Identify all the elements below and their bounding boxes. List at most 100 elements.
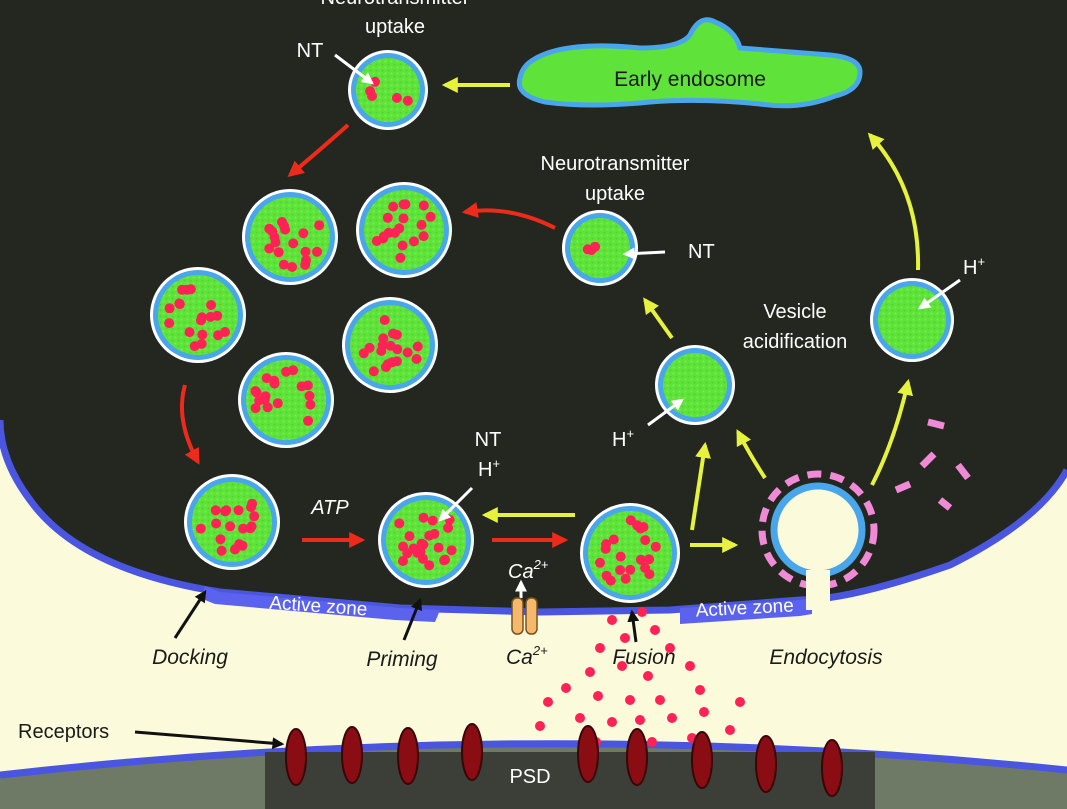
neurotransmitter-dot <box>625 564 636 575</box>
neurotransmitter-dot <box>388 201 399 212</box>
endocytic-neck <box>806 570 830 610</box>
arrow-priming <box>402 597 423 641</box>
neurotransmitter-dot <box>210 505 221 516</box>
neurotransmitter-dot <box>379 315 390 325</box>
neurotransmitter-dot <box>398 541 409 552</box>
vesicle-cluster-1 <box>242 189 338 285</box>
neurotransmitter-dot <box>250 403 261 414</box>
vesicle-priming <box>378 492 474 588</box>
receptor <box>341 726 363 784</box>
neurotransmitter-dot <box>446 545 457 556</box>
neurotransmitter-dot <box>367 91 377 101</box>
arrow-receptors <box>134 730 285 750</box>
released-nt-dot <box>620 633 630 643</box>
neurotransmitter-dot <box>439 555 450 566</box>
neurotransmitter-dot <box>402 347 413 358</box>
neurotransmitter-dot <box>262 402 273 413</box>
neurotransmitter-dot <box>391 356 402 367</box>
released-nt-dot <box>685 661 695 671</box>
released-nt-dot <box>667 713 677 723</box>
neurotransmitter-dot <box>278 259 289 270</box>
receptor <box>691 731 713 789</box>
neurotransmitter-dot <box>225 521 236 532</box>
arrow-endocytosis-to-acidify <box>736 429 767 480</box>
released-nt-dot <box>637 607 647 617</box>
released-neurotransmitter <box>535 607 745 749</box>
neurotransmitter-dot <box>213 330 224 341</box>
neurotransmitter-dot <box>273 247 284 258</box>
neurotransmitter-dot <box>184 327 195 338</box>
neurotransmitter-dot <box>620 573 631 584</box>
released-nt-dot <box>655 695 665 705</box>
vesicle-cluster-2 <box>356 182 452 278</box>
neurotransmitter-dot <box>296 381 307 392</box>
neurotransmitter-dot <box>304 390 315 401</box>
neurotransmitter-dot <box>376 346 387 356</box>
receptor <box>821 739 843 797</box>
neurotransmitter-dot <box>303 415 314 426</box>
neurotransmitter-dot <box>427 515 438 526</box>
neurotransmitter-dot <box>600 543 611 554</box>
neurotransmitter-dot <box>272 398 283 409</box>
coat-fragments <box>894 418 971 511</box>
neurotransmitter-dot <box>267 226 278 237</box>
vesicle-acidifying <box>655 345 735 425</box>
neurotransmitter-dot <box>177 284 188 295</box>
nt-top-label: NT <box>297 40 324 62</box>
neurotransmitter-dot <box>312 246 322 257</box>
arrow-endocytosis-to-right-vesicle <box>870 378 914 486</box>
neurotransmitter-dot <box>314 220 325 231</box>
neurotransmitter-dot <box>300 246 311 257</box>
neurotransmitter-dot <box>411 354 422 364</box>
neurotransmitter-dot <box>246 502 256 513</box>
neurotransmitter-dot <box>395 252 406 263</box>
arrow-acidify-to-uptake <box>643 297 674 340</box>
vesicle-cluster-3 <box>150 267 246 363</box>
neurotransmitter-dot <box>394 223 405 234</box>
neurotransmitter-dot <box>270 237 281 248</box>
receptor <box>577 725 599 783</box>
receptor <box>626 728 648 786</box>
nt-uptake-top-line1: Neurotransmitter <box>321 0 470 9</box>
released-nt-dot <box>650 625 660 635</box>
vesicle-top-uptake <box>348 50 428 130</box>
arrow-nt-mid <box>622 247 666 260</box>
neurotransmitter-dot <box>287 262 298 272</box>
released-nt-dot <box>735 697 745 707</box>
cycle-arrows <box>134 53 961 750</box>
active-zone-right <box>680 598 812 624</box>
released-nt-dot <box>665 643 675 653</box>
vesicle-cluster-4 <box>342 297 438 393</box>
presynaptic-terminal <box>0 0 1067 612</box>
neurotransmitter-dot <box>443 522 454 533</box>
arrow-h-mid <box>647 398 684 427</box>
released-nt-dot <box>585 667 595 677</box>
released-nt-dot <box>625 695 635 705</box>
neurotransmitter-dot <box>418 200 429 211</box>
neurotransmitter-dot <box>608 534 619 545</box>
neurotransmitter-dot <box>206 300 217 310</box>
neurotransmitter-dot <box>416 219 427 230</box>
released-nt-dot <box>647 737 657 747</box>
neurotransmitter-dot <box>197 329 208 340</box>
neurotransmitter-dot <box>233 505 244 516</box>
nt-uptake-mid-line2: uptake <box>585 183 645 205</box>
neurotransmitter-dot <box>418 231 429 242</box>
arrow-uptake-to-cluster <box>461 202 556 230</box>
vesicle-cluster-5 <box>238 352 334 448</box>
neurotransmitter-dot <box>221 505 232 516</box>
vesicle-right-acidified <box>870 278 954 362</box>
neurotransmitter-dot <box>211 518 222 529</box>
neurotransmitter-dot <box>635 523 646 534</box>
neurotransmitter-dot <box>261 373 272 384</box>
released-nt-dot <box>543 697 553 707</box>
released-nt-dot <box>725 725 735 735</box>
neurotransmitter-dot <box>595 557 605 568</box>
neurotransmitter-dot <box>394 518 405 529</box>
arrow-docking <box>173 589 207 639</box>
neurotransmitter-dot <box>196 338 207 349</box>
neurotransmitter-dot <box>197 312 207 323</box>
vesicles <box>150 50 954 603</box>
neurotransmitter-dot <box>237 540 248 551</box>
neurotransmitter-dot <box>398 199 409 210</box>
